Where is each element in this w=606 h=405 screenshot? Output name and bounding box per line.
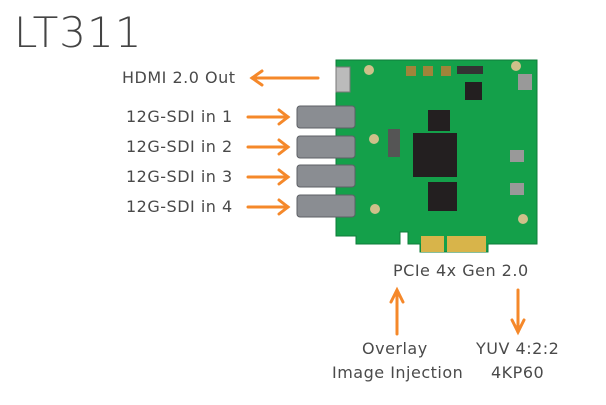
product-title: LT311 <box>14 8 143 57</box>
sdi-in-3-label: 12G-SDI in 3 <box>126 167 233 186</box>
fpga-chip <box>413 133 457 177</box>
sdi-connectors <box>296 105 356 218</box>
hdmi-out-label: HDMI 2.0 Out <box>122 68 236 87</box>
yuv-label: YUV 4:2:2 <box>476 339 560 358</box>
sdi-in-2-label: 12G-SDI in 2 <box>126 137 233 156</box>
hdmi-arrow <box>249 69 320 87</box>
sdi3-arrow <box>246 168 291 186</box>
pcie-fingers <box>421 236 444 252</box>
pcb-board <box>335 59 538 253</box>
yuv-down-arrow <box>510 288 526 336</box>
sdi-in-4-label: 12G-SDI in 4 <box>126 197 233 216</box>
sdi4-arrow <box>246 198 291 216</box>
overlay-label: Overlay <box>362 339 428 358</box>
arrows <box>246 69 526 336</box>
sdi-in-1-label: 12G-SDI in 1 <box>126 107 233 126</box>
resolution-label: 4KP60 <box>491 363 545 382</box>
sdi2-arrow <box>246 138 291 156</box>
image-injection-label: Image Injection <box>332 363 464 382</box>
sdi1-arrow <box>246 108 291 126</box>
overlay-up-arrow <box>389 286 405 336</box>
pcie-label: PCIe 4x Gen 2.0 <box>393 261 529 280</box>
hdmi-port <box>335 66 351 93</box>
